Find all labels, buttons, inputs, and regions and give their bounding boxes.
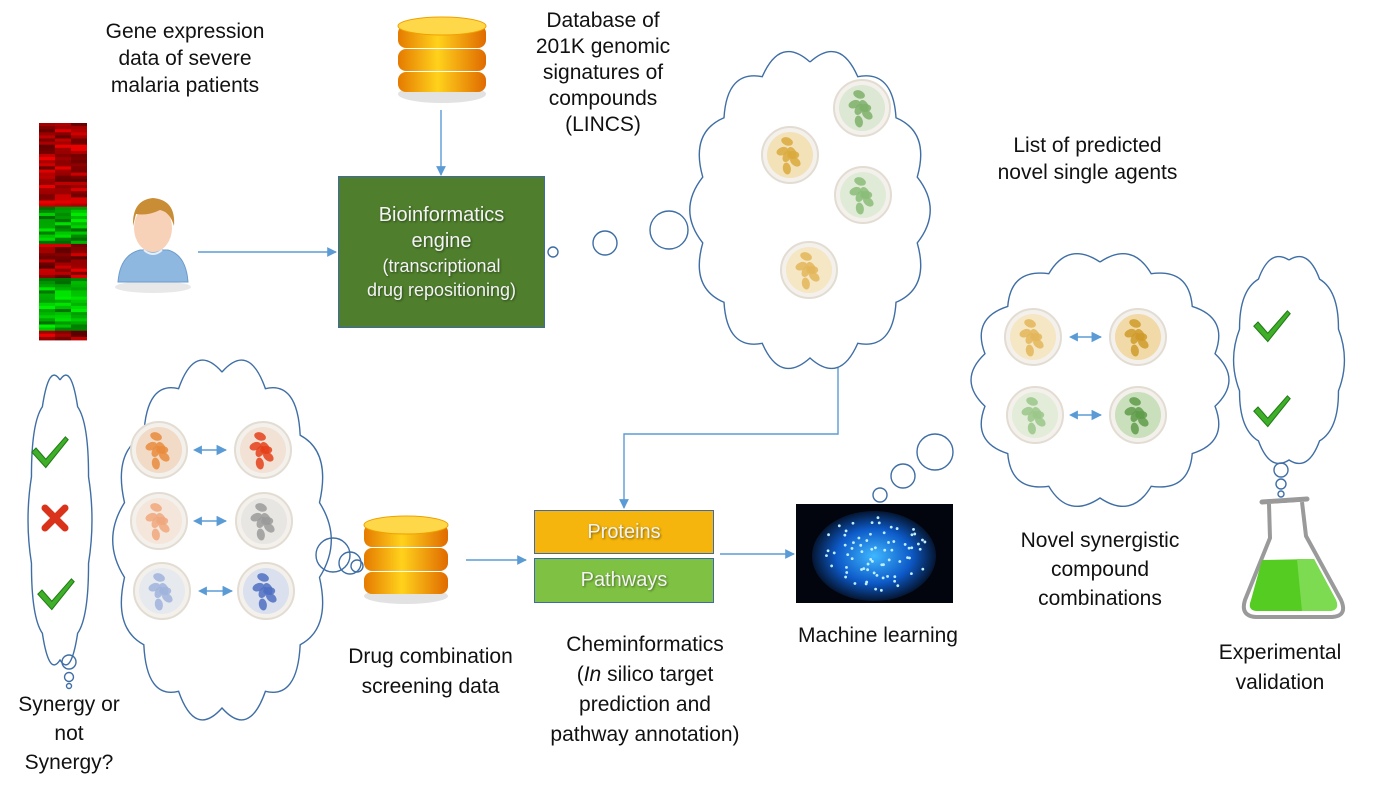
thought-bubble	[1277, 490, 1285, 498]
thought-bubble	[649, 210, 689, 250]
synergy-question-label: Synergy or not Synergy?	[4, 690, 134, 777]
label-line: malaria patients	[110, 74, 260, 97]
patient-avatar-icon	[115, 198, 191, 293]
pill-bowl-icon	[234, 421, 292, 479]
label-line: Experimental	[1218, 641, 1342, 664]
label-line: signatures of	[542, 61, 664, 84]
checkmark-icon	[31, 436, 69, 469]
label-line: Machine learning	[798, 624, 958, 647]
italic-in: In	[583, 663, 602, 686]
combinations-cloud	[970, 253, 1230, 507]
thought-bubble	[338, 551, 362, 575]
pill-bowl-icon	[235, 492, 293, 550]
label-line: data of severe	[118, 47, 252, 70]
validation-cloud	[1232, 255, 1346, 465]
thought-bubble	[890, 463, 916, 489]
pathways-label: Pathways	[580, 569, 668, 591]
pill-bowl-icon	[1006, 386, 1064, 444]
label-line: validation	[1235, 671, 1325, 694]
label-line: 201K genomic	[535, 35, 671, 58]
gene-expression-heatmap-icon	[39, 123, 87, 341]
database-icon	[397, 16, 487, 103]
label-line: compound	[1050, 558, 1150, 581]
database-icon	[363, 515, 449, 604]
thought-bubble	[63, 671, 75, 683]
thought-bubble	[916, 433, 954, 471]
thought-bubble	[350, 559, 364, 573]
checkmark-icon	[1253, 395, 1291, 428]
bioinformatics-engine-box: Bioinformatics engine (transcriptional d…	[338, 176, 545, 328]
pill-bowl-icon	[761, 126, 819, 184]
label-line: (In silico target	[525, 660, 765, 690]
flask-icon	[1241, 496, 1346, 619]
cheminformatics-label: Cheminformatics (In silico target predic…	[525, 630, 765, 750]
pill-bowl-icon	[133, 562, 191, 620]
label-line: Database of	[546, 9, 660, 32]
brain-glow	[812, 511, 936, 601]
single-agents-cloud	[689, 51, 931, 369]
pill-bowl-icon	[834, 166, 892, 224]
label-text: silico target	[601, 663, 714, 686]
synergistic-combinations-label: Novel synergistic compound combinations	[1000, 526, 1200, 613]
pill-bowl-icon	[130, 421, 188, 479]
label-line: novel single agents	[997, 161, 1178, 184]
label-line: Gene expression	[105, 20, 265, 43]
proteins-box: Proteins	[534, 510, 714, 554]
thought-bubble	[547, 246, 559, 258]
arrow-agents-to-proteins	[619, 359, 839, 509]
pill-bowl-icon	[237, 562, 295, 620]
pill-bowl-icon	[833, 79, 891, 137]
label-line: Synergy or	[18, 693, 120, 716]
thought-bubble	[1275, 478, 1287, 490]
label-line: prediction and	[579, 693, 711, 716]
thought-bubble	[592, 230, 618, 256]
checkmark-icon	[1253, 310, 1291, 343]
label-line: (LINCS)	[565, 113, 641, 136]
experimental-validation-label: Experimental validation	[1210, 638, 1350, 698]
pill-bowl-icon	[780, 241, 838, 299]
thought-bubble	[872, 487, 888, 503]
thought-bubble	[315, 537, 351, 573]
drug-combination-label: Drug combination screening data	[328, 642, 533, 702]
bioinformatics-subtitle-line1: (transcriptional	[382, 256, 501, 276]
bioinformatics-subtitle-line2: drug repositioning)	[366, 280, 517, 300]
thought-bubble	[65, 682, 73, 690]
thought-bubble	[1273, 462, 1289, 478]
single-agents-label: List of predicted novel single agents	[975, 132, 1200, 186]
checkmark-icon	[37, 578, 75, 611]
label-line: Drug combination	[348, 645, 513, 668]
label-line: compounds	[548, 87, 658, 110]
paren: (	[576, 663, 584, 686]
label-line: List of predicted	[1013, 134, 1162, 157]
pill-bowl-icon	[1109, 308, 1167, 366]
label-line: not	[54, 722, 84, 745]
pill-bowl-icon	[130, 492, 188, 550]
gene-expression-label: Gene expression data of severe malaria p…	[80, 18, 290, 99]
proteins-label: Proteins	[587, 520, 661, 543]
label-line: Cheminformatics	[566, 633, 724, 656]
pathways-box: Pathways	[534, 558, 714, 603]
pill-bowl-icon	[1109, 386, 1167, 444]
lincs-database-label: Database of 201K genomic signatures of c…	[508, 8, 698, 138]
label-line: pathway annotation)	[550, 723, 740, 746]
cross-icon	[41, 504, 69, 532]
label-line: Novel synergistic	[1020, 529, 1180, 552]
machine-learning-label: Machine learning	[778, 622, 978, 649]
bioinformatics-title-line2: engine	[411, 230, 472, 252]
label-line: combinations	[1038, 587, 1162, 610]
label-line: Synergy?	[24, 751, 114, 774]
bioinformatics-title-line1: Bioinformatics	[378, 204, 505, 226]
label-line: screening data	[361, 675, 500, 698]
pill-bowl-icon	[1004, 308, 1062, 366]
circuit-brain-icon	[796, 504, 953, 603]
thought-bubble	[61, 654, 77, 670]
